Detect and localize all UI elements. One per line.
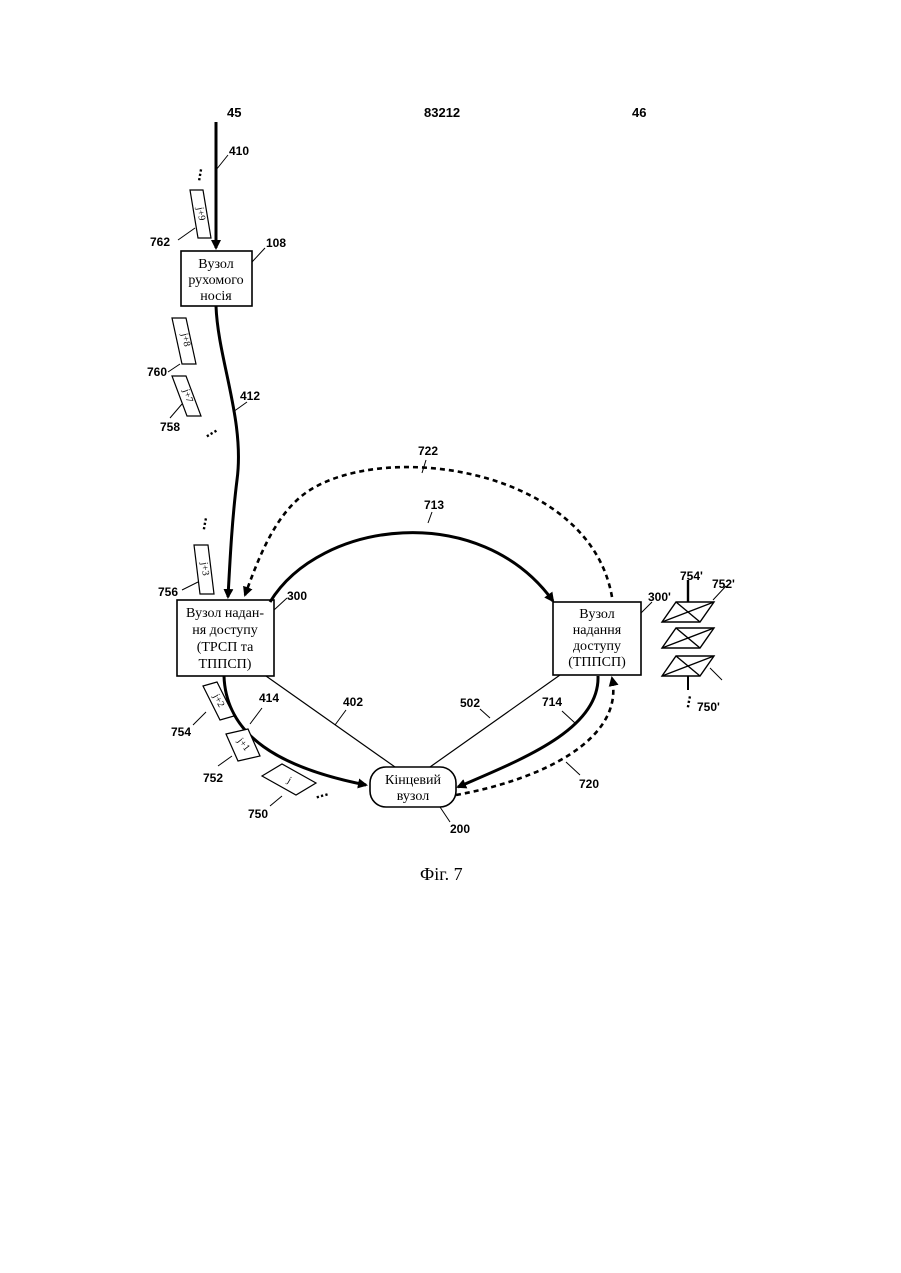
label-750-prime: 750' [697, 700, 720, 714]
figure-caption: Фіг. 7 [420, 864, 463, 885]
leader-108 [252, 248, 265, 262]
node-access-right-line4: (ТППСП) [568, 655, 626, 670]
ellipsis-right: ... [676, 693, 695, 709]
label-754-prime: 754' [680, 569, 703, 583]
label-750: 750 [248, 807, 268, 821]
label-410: 410 [229, 144, 249, 158]
label-108: 108 [266, 236, 286, 250]
leader-750 [270, 796, 282, 806]
ellipsis-bottom: ... [313, 783, 330, 803]
link-502 [430, 675, 560, 767]
discarded-packets-stack [662, 580, 726, 690]
link-714 [458, 676, 598, 787]
node-mobile-carrier-line1: Вузол [198, 257, 233, 272]
node-access-right-line3: доступу [573, 639, 621, 654]
leader-714 [562, 711, 575, 723]
label-758: 758 [160, 420, 180, 434]
link-713 [270, 533, 553, 602]
node-access-right-line1: Вузол [579, 607, 614, 622]
node-end-line1: Кінцевий [385, 773, 442, 788]
label-713: 713 [424, 498, 444, 512]
label-300: 300 [287, 589, 307, 603]
packet-756-label: j+3 [198, 561, 211, 577]
leader-300 [274, 598, 287, 610]
label-200: 200 [450, 822, 470, 836]
label-414: 414 [259, 691, 279, 705]
leader-412 [233, 402, 247, 412]
leader-410 [216, 155, 228, 170]
node-end-line2: вузол [397, 789, 429, 804]
ellipsis-756: ... [192, 515, 211, 531]
node-mobile-carrier-line3: носія [200, 289, 232, 304]
link-412 [216, 306, 238, 597]
leader-760 [168, 364, 180, 372]
label-300-prime: 300' [648, 590, 671, 604]
label-720: 720 [579, 777, 599, 791]
label-762: 762 [150, 235, 170, 249]
node-access-left-line2: ня доступу [192, 623, 258, 638]
leader-762 [178, 228, 195, 240]
node-mobile-carrier-line2: рухомого [188, 273, 243, 288]
label-714: 714 [542, 695, 562, 709]
label-756: 756 [158, 585, 178, 599]
ellipsis-mid: ... [200, 420, 220, 441]
leader-758 [170, 404, 182, 418]
leader-720 [566, 762, 580, 775]
label-760: 760 [147, 365, 167, 379]
label-722: 722 [418, 444, 438, 458]
label-412: 412 [240, 389, 260, 403]
label-752: 752 [203, 771, 223, 785]
leader-756 [182, 582, 198, 590]
leader-402 [335, 710, 346, 725]
leader-713 [428, 512, 432, 523]
leader-754 [193, 712, 206, 725]
node-access-left-line4: ТППСП) [199, 657, 252, 672]
leader-502 [480, 709, 490, 718]
leader-200 [440, 807, 450, 822]
ellipsis-top: ... [187, 166, 206, 182]
label-752-prime: 752' [712, 577, 735, 591]
node-access-right-line2: надання [573, 623, 622, 638]
label-402: 402 [343, 695, 363, 709]
node-access-left-line1: Вузол надан- [186, 606, 264, 621]
leader-752 [218, 756, 232, 766]
leader-414 [250, 708, 262, 724]
node-access-left-line3: (ТРСП та [197, 640, 254, 655]
link-402 [266, 676, 395, 767]
label-502: 502 [460, 696, 480, 710]
label-754: 754 [171, 725, 191, 739]
